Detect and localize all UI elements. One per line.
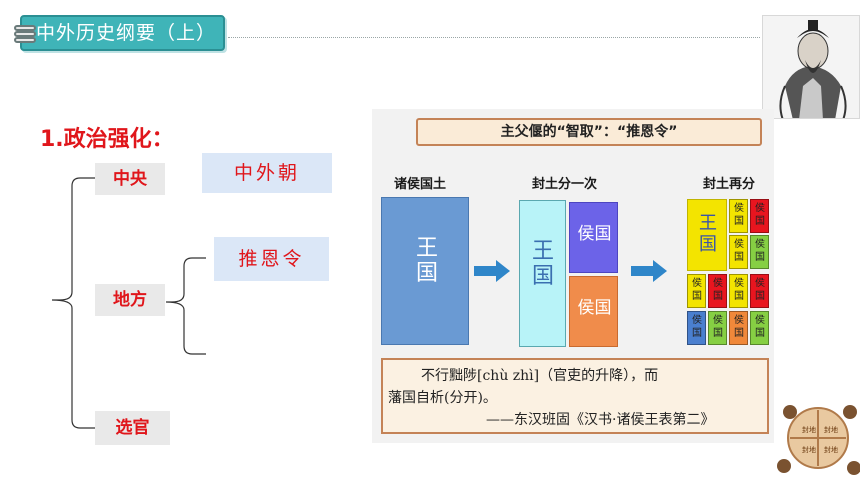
vassal-cell: 侯国 <box>708 311 727 345</box>
quote-citation: ——东汉班固《汉书·诸侯王表第二》 <box>486 412 715 428</box>
binder-ring-icon <box>14 31 36 37</box>
header-tab: 中外历史纲要（上） <box>14 15 225 51</box>
column-title-2: 封土分一次 <box>532 177 598 192</box>
outline-node-official: 选官 <box>95 411 170 445</box>
vassal-cell: 侯国 <box>729 199 748 233</box>
vassal-block-purple: 侯国 <box>569 202 618 273</box>
bracket-lines <box>51 177 206 429</box>
vassal-cell: 侯国 <box>750 199 769 233</box>
quote-box: 不行黜陟[chù zhì]（官吏的升降），而 藩国自析(分开)。 ——东汉班固《… <box>381 358 769 434</box>
vassal-label: 侯国 <box>713 278 723 302</box>
fief-label: 封地 <box>824 445 838 454</box>
kingdom-block-small: 王国 <box>687 199 727 271</box>
vassal-label: 侯国 <box>755 203 765 227</box>
column-title-1: 诸侯国土 <box>394 177 447 192</box>
kingdom-label: 王国 <box>416 236 439 287</box>
quote-line: 藩国自析(分开)。 <box>388 390 497 406</box>
vassal-label: 侯国 <box>755 278 765 302</box>
vassal-label: 侯国 <box>734 203 744 227</box>
vassal-block-orange: 侯国 <box>569 276 618 347</box>
portrait-image <box>762 15 860 119</box>
header-title: 中外历史纲要（上） <box>36 22 217 44</box>
vassal-cell: 侯国 <box>729 311 748 345</box>
column-title-3: 封土再分 <box>703 177 756 192</box>
vassal-label: 侯国 <box>734 315 744 339</box>
vassal-cell: 侯国 <box>750 235 769 269</box>
tuienling-figure: 主父偃的“智取”：“推恩令” 诸侯国土 封土分一次 封土再分 王国 王国 侯国 … <box>372 109 774 443</box>
right-arrow-icon <box>631 260 667 282</box>
vassal-label: 侯国 <box>577 224 612 244</box>
fief-label: 封地 <box>824 425 838 434</box>
kingdom-block: 王国 <box>381 197 469 345</box>
binder-ring-icon <box>14 25 36 31</box>
vassal-cell: 侯国 <box>708 274 727 308</box>
vassal-label: 侯国 <box>692 315 702 339</box>
header-divider <box>228 37 760 38</box>
binder-ring-icon <box>14 37 36 43</box>
vassal-cell: 侯国 <box>750 274 769 308</box>
kingdom-label: 王国 <box>532 239 555 290</box>
answer-box-local: 推恩令 <box>214 237 329 281</box>
fief-label: 封地 <box>802 425 816 434</box>
vassal-cell: 侯国 <box>687 311 706 345</box>
vassal-label: 侯国 <box>734 278 744 302</box>
vassal-label: 侯国 <box>577 298 612 318</box>
vassal-label: 侯国 <box>755 239 765 263</box>
vassal-label: 侯国 <box>713 315 723 339</box>
fief-label: 封地 <box>802 445 816 454</box>
outline-node-local: 地方 <box>95 284 165 316</box>
answer-box-center: 中外朝 <box>202 153 332 193</box>
vassal-label: 侯国 <box>734 239 744 263</box>
vassal-cell: 侯国 <box>729 235 748 269</box>
vassal-cell: 侯国 <box>687 274 706 308</box>
quote-line: 不行黜陟[chù zhì]（官吏的升降），而 <box>421 368 659 384</box>
kingdom-block-reduced: 王国 <box>519 200 566 347</box>
kingdom-label: 王国 <box>699 213 717 255</box>
vassal-cell: 侯国 <box>750 311 769 345</box>
figure-title: 主父偃的“智取”：“推恩令” <box>416 118 762 146</box>
vassal-cell: 侯国 <box>729 274 748 308</box>
fief-map-illustration: 封地 封地 封地 封地 <box>777 405 860 475</box>
outline-node-center: 中央 <box>95 163 165 195</box>
right-arrow-icon <box>474 260 510 282</box>
section-heading: 1.政治强化： <box>40 127 174 152</box>
vassal-label: 侯国 <box>692 278 702 302</box>
vassal-label: 侯国 <box>755 315 765 339</box>
